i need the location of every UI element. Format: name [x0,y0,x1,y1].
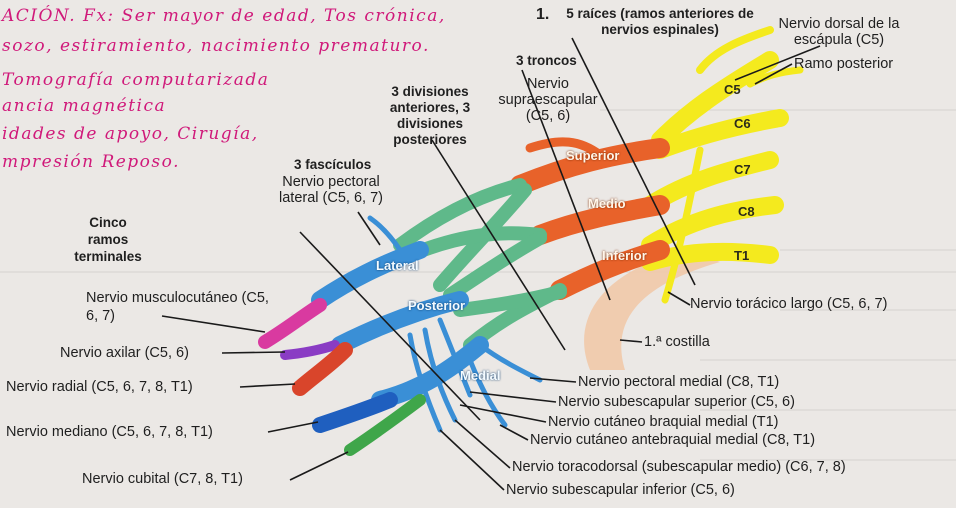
terminals-title: Cinco ramos terminales [68,214,148,265]
item-number: 1. [536,6,549,23]
cord-label-posterior: Posterior [408,298,465,313]
label-medial-pectoral: Nervio pectoral medial (C8, T1) [578,374,779,391]
axillary-nerve [285,345,335,355]
median-nerve [320,400,390,425]
handwritten-line-6: mpresión Reposo. [2,152,180,172]
cord-label-lateral: Lateral [376,258,419,273]
root-label-c7: C7 [734,162,751,177]
handwritten-line-3: Tomografía computarizada [2,70,269,90]
label-radial: Nervio radial (C5, 6, 7, 8, T1) [6,379,193,396]
label-ulnar: Nervio cubital (C7, 8, T1) [82,471,243,488]
label-medial-brachial-cutaneous: Nervio cutáneo braquial medial (T1) [548,414,779,431]
division-inferior-posterior [460,292,560,310]
root-label-c5: C5 [724,82,741,97]
label-thoracodorsal: Nervio toracodorsal (subescapular medio)… [512,459,846,476]
handwritten-line-5: idades de apoyo, Cirugía, [2,124,259,144]
label-medial-antebrachial-cutaneous: Nervio cutáneo antebraquial medial (C8, … [530,432,815,449]
root-label-c8: C8 [738,204,755,219]
handwritten-line-4: ancia magnética [2,96,166,116]
trunks-title: 3 troncos [516,52,577,69]
divisions-group [400,185,560,345]
label-axillary: Nervio axilar (C5, 6) [60,345,189,362]
trunk-label-superior: Superior [566,148,619,163]
label-dorsal-scapular: Nervio dorsal de la escápula (C5) [774,16,904,48]
label-median: Nervio mediano (C5, 6, 7, 8, T1) [6,424,213,441]
roots-title: 5 raíces (ramos anteriores de nervios es… [562,6,758,38]
trunk-label-medio: Medio [588,196,626,211]
lateral-pectoral-branch [370,218,400,250]
cords-title: 3 fascículos [294,156,371,173]
label-musculocutaneous: Nervio musculocutáneo (C5, 6, 7) [86,289,276,325]
divisions-title: 3 divisiones anteriores, 3 divisiones po… [380,84,480,148]
root-c8 [650,205,775,245]
root-c7 [650,160,770,205]
roots-group [650,30,800,300]
label-long-thoracic: Nervio torácico largo (C5, 6, 7) [690,296,887,313]
label-lateral-pectoral: Nervio pectoral lateral (C5, 6, 7) [276,174,386,206]
trunk-label-inferior: Inferior [602,248,647,263]
root-label-t1: T1 [734,248,749,263]
label-upper-subscapular: Nervio subescapular superior (C5, 6) [558,394,795,411]
label-first-rib: 1.ª costilla [644,334,710,351]
cord-label-medial: Medial [460,368,500,383]
label-posterior-ramus: Ramo posterior [794,56,893,73]
root-label-c6: C6 [734,116,751,131]
handwritten-line-2: sozo, estiramiento, nacimiento prematuro… [2,36,430,56]
label-lower-subscapular: Nervio subescapular inferior (C5, 6) [506,482,735,499]
handwritten-line-1: ACIÓN. Fx: Ser mayor de edad, Tos crónic… [2,6,446,26]
label-suprascapular: Nervio supraescapular (C5, 6) [490,76,606,124]
